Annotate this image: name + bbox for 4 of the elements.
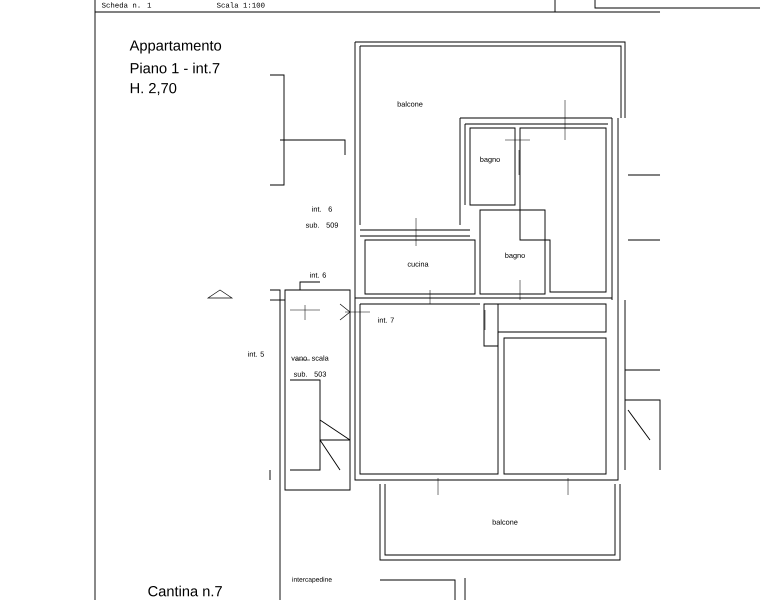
room-label: Appartamento (130, 40, 222, 54)
room-label: Cantina n.7 (148, 586, 222, 596)
room-label: Piano 1 - int.7 (130, 62, 220, 74)
room-label: H. 2,70 (130, 82, 176, 96)
